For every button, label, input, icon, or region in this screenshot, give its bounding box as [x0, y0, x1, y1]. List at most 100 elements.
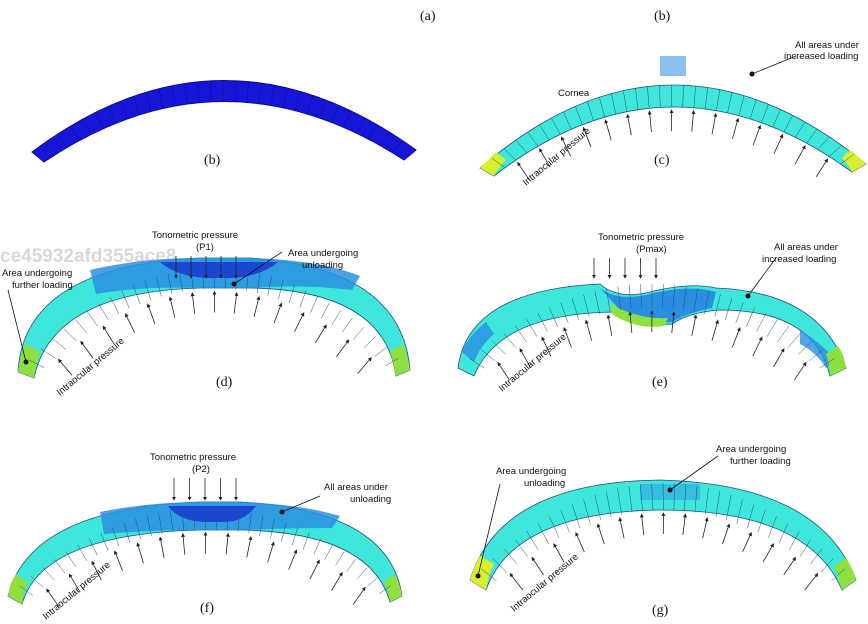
pressure-arrow	[246, 536, 253, 558]
mesh-line	[313, 538, 322, 555]
pressure-arrow	[541, 336, 552, 357]
mesh-line	[270, 518, 275, 539]
mesh-line	[167, 273, 173, 294]
pressure-arrow	[731, 327, 741, 348]
mesh-line	[587, 101, 594, 121]
mesh-line	[357, 567, 368, 579]
pressure-arrow	[596, 523, 605, 545]
mesh-line	[549, 307, 558, 328]
mesh-lines	[491, 85, 854, 168]
pressure-arrow	[331, 571, 343, 591]
mesh-line	[799, 539, 811, 557]
mesh-line	[237, 510, 241, 532]
pressure-label: Intraocular pressure	[497, 332, 569, 395]
pressure-label: Intraocular pressure	[55, 336, 127, 399]
pressure-arrow	[722, 523, 731, 545]
mesh-line	[469, 358, 485, 369]
mesh-line	[735, 302, 744, 324]
mesh-line	[86, 311, 98, 327]
cornea-shell	[479, 84, 867, 177]
pressure-arrow	[146, 303, 156, 325]
mesh-line	[768, 516, 777, 538]
mesh-line	[537, 523, 549, 544]
mesh-line	[716, 89, 721, 111]
mesh-line	[44, 142, 57, 155]
mesh-line	[246, 81, 249, 103]
pressure-arrow	[794, 145, 806, 165]
pressure-arrow	[732, 117, 740, 139]
mesh-line	[374, 346, 388, 357]
panel-c: (b) Cornea All areas under increased loa…	[479, 9, 867, 188]
mesh-line	[806, 128, 818, 144]
mesh-line	[343, 111, 352, 128]
tonometric-label-line-1: Tonometric pressure	[150, 452, 236, 463]
stress-zone-left-blue	[462, 322, 494, 362]
pressure-arrow	[584, 319, 593, 341]
mesh-line	[693, 85, 696, 108]
mesh-line	[725, 298, 733, 320]
mesh-line	[288, 284, 295, 304]
annotation-leader	[477, 483, 501, 577]
mesh-line	[31, 576, 44, 588]
pressure-arrow	[57, 358, 73, 376]
mesh-line	[738, 95, 745, 116]
annotation-leader	[669, 455, 719, 491]
pressure-arrow	[233, 291, 239, 314]
mesh-line	[583, 294, 590, 317]
mesh-line	[617, 488, 622, 515]
mesh-line	[107, 106, 116, 124]
pressure-label: Intraocular pressure	[41, 560, 113, 623]
annotation-dot	[279, 509, 285, 515]
mesh-line	[378, 585, 391, 594]
pressure-arrows	[46, 531, 366, 607]
pressure-arrow	[168, 296, 176, 318]
panel-header-caption: (b)	[654, 9, 671, 24]
annotation-line-2: unloading	[350, 494, 391, 505]
mesh-line	[135, 518, 141, 540]
pressure-arrow	[519, 348, 531, 368]
mesh-lines	[481, 482, 845, 582]
mesh-line	[204, 507, 206, 530]
mesh-line	[291, 527, 298, 546]
mesh-line	[798, 340, 812, 355]
mesh-line	[749, 99, 757, 120]
mesh-line	[248, 512, 252, 534]
mesh-line	[575, 106, 583, 125]
pressure-arrow	[561, 136, 571, 157]
mesh-line	[795, 121, 806, 138]
mesh-line	[537, 312, 548, 332]
annotation-leader	[747, 257, 777, 297]
mesh-line	[583, 499, 591, 524]
mesh-line	[193, 508, 195, 530]
pressure-arrow	[336, 339, 350, 358]
mesh-line	[492, 340, 506, 355]
mesh-line	[594, 291, 600, 314]
stress-zone-apex	[168, 506, 256, 522]
mesh-line	[19, 585, 33, 596]
pressure-arrow	[752, 124, 762, 146]
mesh-line	[503, 148, 517, 161]
pressure-arrow	[773, 133, 784, 154]
mesh-line	[353, 327, 365, 340]
mesh-line	[181, 509, 185, 531]
mesh-line	[346, 559, 356, 572]
mesh-line	[783, 115, 793, 133]
mesh-line	[146, 92, 152, 112]
annotation-leader	[233, 251, 283, 285]
pressure-arrows	[497, 310, 807, 381]
mesh-line	[683, 286, 687, 311]
mesh-line	[82, 119, 92, 135]
pressure-arrow	[158, 536, 165, 558]
pressure-arrow	[68, 573, 81, 593]
pressure-arrow	[762, 543, 774, 563]
annotation-dot	[667, 487, 673, 493]
annotation-line-1: All areas under	[774, 242, 838, 253]
pressure-arrow	[671, 311, 676, 333]
mesh-line	[515, 539, 528, 557]
mesh-line	[169, 510, 174, 532]
pressure-arrow	[352, 586, 366, 605]
mesh-line	[808, 349, 824, 362]
mesh-line	[772, 109, 781, 128]
mesh-line	[515, 139, 528, 154]
